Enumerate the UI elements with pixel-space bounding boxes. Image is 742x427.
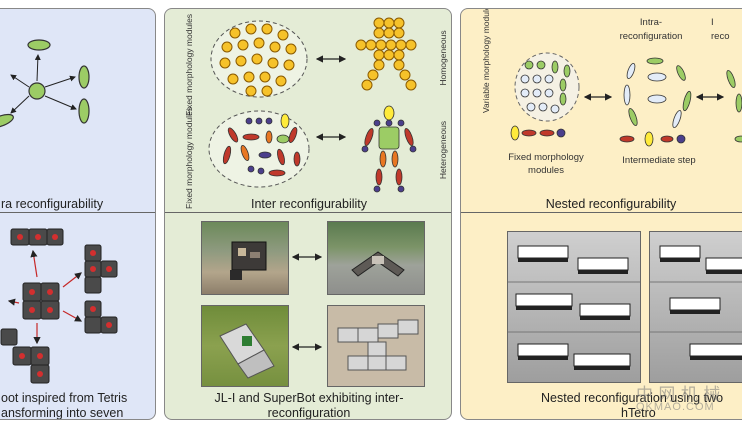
homogeneous-label: Homogeneous xyxy=(438,30,448,86)
inter-module-diagram xyxy=(208,17,417,193)
panel-divider xyxy=(461,212,742,213)
nested-top-caption: Nested reconfigurability xyxy=(545,197,677,211)
panel-divider xyxy=(165,212,451,213)
panel-divider xyxy=(0,212,155,213)
inter-bottom-caption-line2: reconfiguration xyxy=(267,406,351,420)
intra-bottom-caption-line1: oot inspired from Tetris xyxy=(1,391,128,405)
partial-label-line1: I xyxy=(711,17,714,28)
htetro-photo-2 xyxy=(649,231,742,383)
intra-reconfiguration-label-line1: Intra- xyxy=(639,17,663,28)
nested-bottom-caption-line2: hTetro xyxy=(621,406,656,420)
partial-label-line2: reco xyxy=(711,31,730,42)
superbot-photo-1 xyxy=(201,305,289,387)
intra-bottom-caption-line2: ansforming into seven xyxy=(1,406,124,420)
nested-reconfigurability-panel: Variable morphology modules Intra- recon… xyxy=(460,8,742,420)
watermark-line1: 中 网 机 械 xyxy=(636,385,721,405)
inter-top-caption: Inter reconfigurability xyxy=(250,197,368,211)
intra-reconfigurability-panel: ra reconfigurability xyxy=(0,8,156,420)
heterogeneous-label: Heterogeneous xyxy=(438,120,448,180)
jl-i-photo-1 xyxy=(201,221,289,295)
intra-top-caption: ra reconfigurability xyxy=(1,197,104,211)
tetris-robot-diagram xyxy=(0,228,118,384)
watermark-line2: OKMAO.COM xyxy=(636,401,715,413)
intra-reconfiguration-label-line2: reconfiguration xyxy=(619,31,683,42)
inter-reconfigurability-panel: Fixed morphology modules Fixed morpholog… xyxy=(164,8,452,420)
fixed-morphology-label-line2: modules xyxy=(528,165,564,176)
nested-module-diagram xyxy=(510,52,742,147)
htetro-photo-1 xyxy=(507,231,641,383)
fixed-morphology-label-line1: Fixed morphology xyxy=(508,152,584,163)
superbot-photo-2 xyxy=(327,305,425,387)
inter-bottom-caption-line1: JL-I and SuperBot exhibiting inter- xyxy=(214,391,404,405)
photo-arrows xyxy=(291,253,323,351)
jl-i-photo-2 xyxy=(327,221,425,295)
intermediate-step-label: Intermediate step xyxy=(622,155,696,166)
nested-bottom-caption-line1: Nested reconfiguration using two xyxy=(541,391,724,405)
intra-module-diagram xyxy=(0,39,90,129)
